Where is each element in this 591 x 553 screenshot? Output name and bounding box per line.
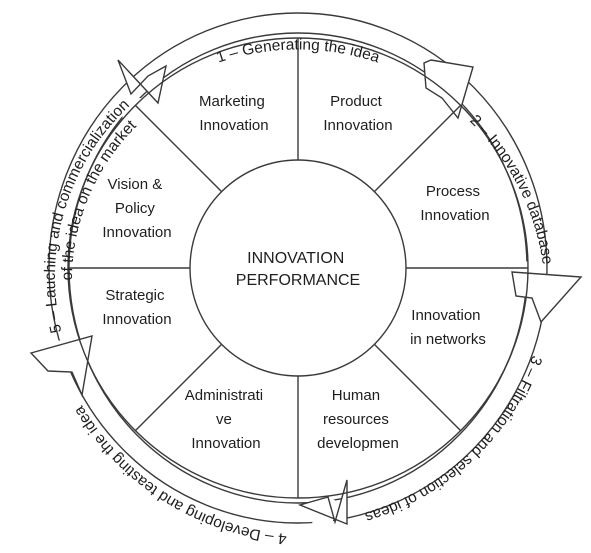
segment-product-innovation: Product Innovation [323, 93, 392, 134]
arrow-to-stage-2 [423, 59, 474, 120]
arrow-to-stage-5 [29, 335, 93, 398]
wheel-spoke [373, 104, 462, 193]
arrow-to-stage-4 [297, 479, 348, 530]
wheel-spoke [134, 104, 223, 193]
wheel-spoke [373, 343, 462, 432]
segment-vision-policy-innovation: Vision & Policy Innovation [102, 176, 171, 241]
segment-process-innovation: Process Innovation [420, 183, 489, 224]
innovation-wheel [67, 37, 529, 499]
segment-strategic-innovation: Strategic Innovation [102, 287, 171, 328]
segment-innovation-in-networks: Innovation in networks [410, 307, 486, 348]
arrow-to-stage-1 [117, 59, 168, 124]
wheel-spoke [134, 343, 223, 432]
segment-marketing-innovation: Marketing Innovation [199, 93, 269, 134]
innovation-performance-label: INNOVATION PERFORMANCE [236, 250, 360, 289]
process-flow-ring [29, 12, 583, 530]
segment-human-resources-development: Human resources developmen [317, 387, 399, 452]
segment-administrative-innovation: Administrati ve Innovation [185, 387, 268, 452]
innovation-type-labels: Product Innovation Process Innovation In… [102, 93, 489, 452]
